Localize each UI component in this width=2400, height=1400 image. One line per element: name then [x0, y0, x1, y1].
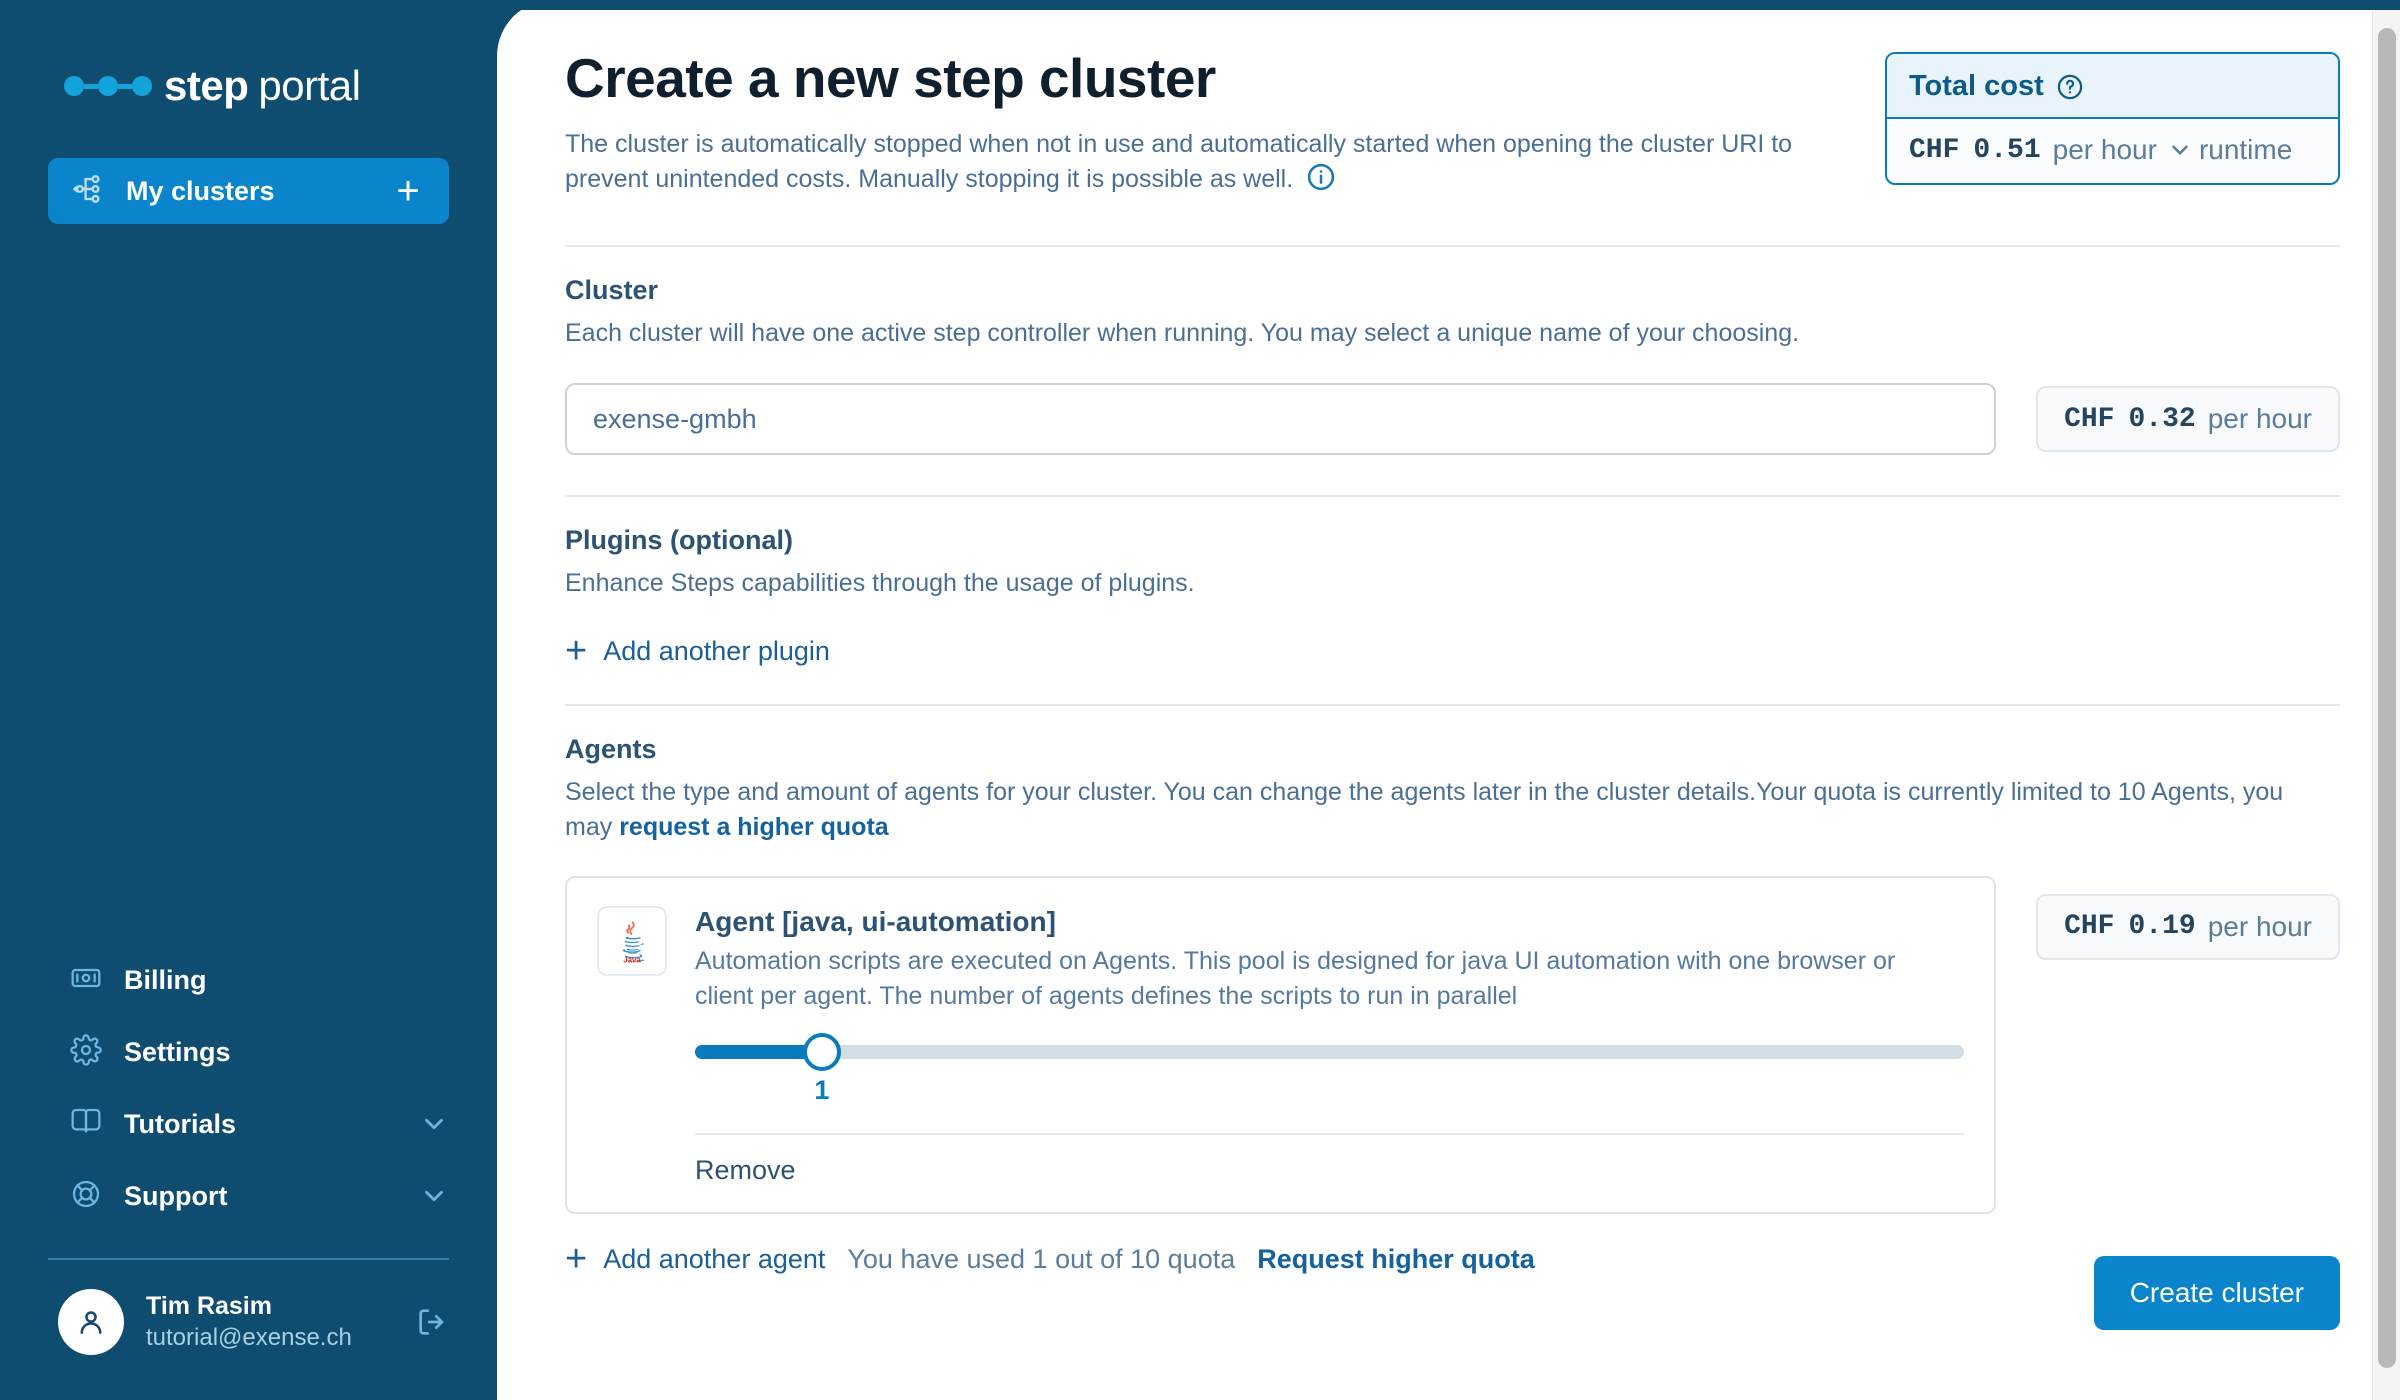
cluster-price-amount: 0.32	[2128, 403, 2196, 435]
scrollbar-thumb[interactable]	[2378, 28, 2396, 1368]
lifebuoy-icon	[70, 1178, 102, 1215]
cluster-price-badge: CHF 0.32 per hour	[2036, 386, 2340, 452]
sidebar-item-my-clusters[interactable]: My clusters +	[48, 158, 449, 224]
user-profile[interactable]: Tim Rasim tutorial@exense.ch	[48, 1282, 449, 1362]
agents-description-text: Select the type and amount of agents for…	[565, 777, 2284, 842]
divider	[565, 495, 2340, 497]
total-cost-header: Total cost	[1887, 54, 2338, 119]
gear-icon	[70, 1033, 102, 1071]
main-panel: Create a new step cluster The cluster is…	[497, 0, 2400, 1400]
agent-price-currency: CHF	[2064, 911, 2115, 943]
agent-card: Java Agent [java, ui-automation] Automat…	[565, 875, 1997, 1214]
sidebar-item-settings[interactable]: Settings	[48, 1016, 449, 1088]
add-another-plugin-button[interactable]: + Add another plugin	[565, 629, 830, 672]
request-higher-quota-link[interactable]: request a higher quota	[619, 813, 889, 842]
agents-section-title: Agents	[565, 733, 657, 764]
info-icon[interactable]	[1306, 162, 1336, 203]
add-another-agent-button[interactable]: + Add another agent	[565, 1237, 826, 1280]
sidebar-item-label: Settings	[124, 1036, 231, 1067]
cluster-section-description: Each cluster will have one active step c…	[565, 318, 1800, 347]
agent-price-per: per hour	[2207, 910, 2312, 942]
chevron-down-icon[interactable]	[419, 1109, 449, 1139]
sidebar-item-label: Support	[124, 1180, 228, 1211]
sidebar-nav: Billing Settings Tutor	[48, 944, 497, 1232]
total-cost-title: Total cost	[1909, 70, 2044, 102]
remove-agent-button[interactable]: Remove	[695, 1154, 796, 1185]
agent-title: Agent [java, ui-automation]	[695, 905, 1056, 937]
slider-thumb[interactable]	[802, 1032, 841, 1071]
banknote-icon	[70, 962, 102, 999]
agents-footer-row: + Add another agent You have used 1 out …	[565, 1237, 2340, 1280]
cluster-name-input[interactable]	[565, 383, 1997, 455]
sidebar-item-label: My clusters	[126, 175, 275, 206]
agent-price-amount: 0.19	[2128, 911, 2196, 943]
divider	[565, 703, 2340, 706]
total-cost-value: CHF 0.51 per hour runtime	[1887, 119, 2338, 183]
total-cost-suffix: runtime	[2198, 134, 2293, 165]
sidebar-item-label: Billing	[124, 964, 207, 995]
add-cluster-button[interactable]: +	[396, 169, 420, 213]
total-cost-amount: 0.51	[1973, 134, 2041, 166]
agent-row: Java Agent [java, ui-automation] Automat…	[565, 875, 2340, 1214]
agent-count-slider[interactable]: 1	[695, 1032, 1965, 1105]
cluster-icon	[70, 172, 104, 211]
chevron-down-icon[interactable]	[419, 1181, 449, 1211]
plugins-section-description: Enhance Steps capabilities through the u…	[565, 569, 1195, 597]
step-dots-icon	[64, 76, 152, 96]
avatar	[58, 1289, 124, 1355]
create-cluster-button[interactable]: Create cluster	[2093, 1256, 2340, 1330]
top-strip	[0, 0, 2400, 10]
total-cost-box: Total cost CHF 0.51 per hour runtime	[1885, 52, 2340, 185]
brand-name: step	[164, 62, 249, 109]
plus-icon: +	[565, 629, 588, 672]
agent-price-badge: CHF 0.19 per hour	[2036, 893, 2340, 960]
add-another-agent-label: Add another agent	[603, 1243, 826, 1274]
cluster-price-currency: CHF	[2064, 403, 2115, 435]
total-cost-currency: CHF	[1909, 134, 1960, 166]
divider	[565, 244, 2340, 247]
user-email: tutorial@exense.ch	[146, 1323, 352, 1351]
cluster-section-title: Cluster	[565, 274, 659, 305]
page-title: Create a new step cluster	[565, 47, 1216, 109]
cluster-name-row: CHF 0.32 per hour	[565, 383, 2340, 455]
chevron-down-icon[interactable]	[2167, 137, 2193, 163]
question-circle-icon[interactable]	[2056, 73, 2084, 101]
svg-text:Java: Java	[623, 955, 641, 963]
agents-section-description: Select the type and amount of agents for…	[565, 775, 2325, 846]
slider-fill	[695, 1044, 822, 1059]
cluster-price-per: per hour	[2207, 403, 2312, 434]
logout-icon[interactable]	[415, 1305, 449, 1339]
sidebar-item-billing[interactable]: Billing	[48, 944, 449, 1016]
sidebar-item-tutorials[interactable]: Tutorials	[48, 1088, 449, 1160]
sidebar-divider	[48, 1258, 449, 1260]
total-cost-per: per hour	[2052, 134, 2157, 165]
java-logo-icon: Java	[597, 905, 667, 976]
add-another-plugin-label: Add another plugin	[603, 635, 830, 666]
plugins-section-title: Plugins (optional)	[565, 525, 793, 555]
agent-description: Automation scripts are executed on Agent…	[695, 946, 1896, 1011]
sidebar-item-label: Tutorials	[124, 1108, 237, 1139]
slider-value-label: 1	[814, 1074, 830, 1105]
book-icon	[70, 1106, 102, 1143]
plus-icon: +	[565, 1237, 588, 1280]
quota-usage-text: You have used 1 out of 10 quota	[847, 1243, 1236, 1274]
user-name: Tim Rasim	[146, 1292, 272, 1321]
page-description-text: The cluster is automatically stopped whe…	[565, 129, 1793, 194]
brand-suffix: portal	[258, 62, 361, 109]
sidebar-item-support[interactable]: Support	[48, 1160, 449, 1232]
scrollbar[interactable]	[2372, 0, 2400, 1400]
request-higher-quota-button[interactable]: Request higher quota	[1257, 1243, 1535, 1274]
slider-track[interactable]	[695, 1032, 1965, 1071]
agent-card-divider	[695, 1132, 1965, 1135]
page-description: The cluster is automatically stopped whe…	[565, 127, 1865, 203]
